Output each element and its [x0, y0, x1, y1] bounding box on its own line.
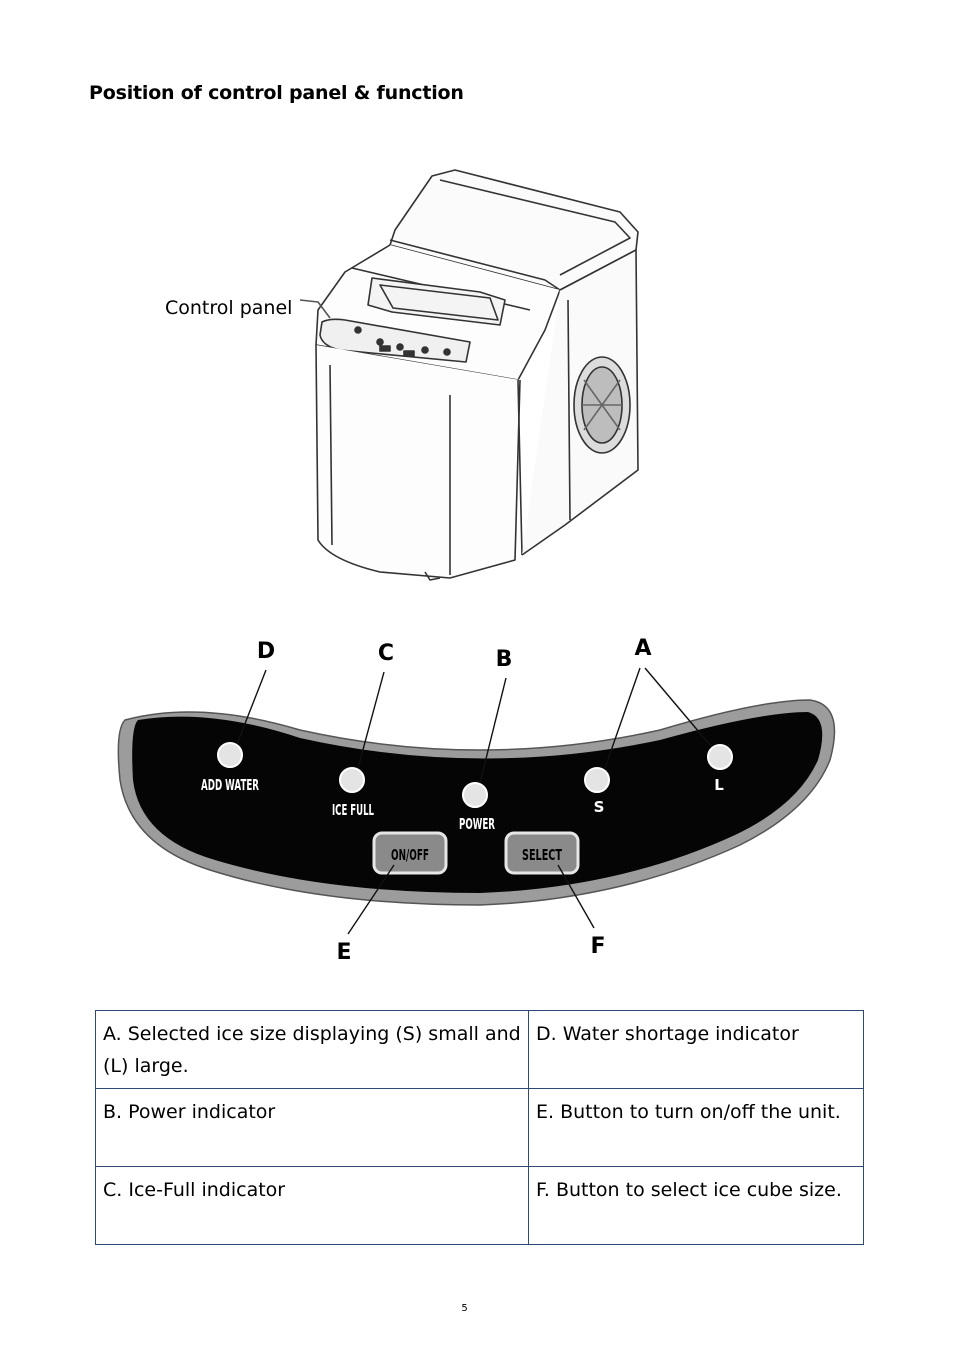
small-label: S — [594, 798, 605, 816]
table-row: B. Power indicator E. Button to turn on/… — [95, 1088, 864, 1167]
table-cell: A. Selected ice size displaying (S) smal… — [95, 1010, 529, 1089]
leader-b — [479, 677, 507, 784]
select-button-label: SELECT — [522, 846, 562, 864]
add-water-label: ADD WATER — [201, 776, 259, 794]
select-button: SELECT — [504, 831, 580, 875]
control-panel-diagram: ADD WATER ICE FULL POWER S L ON/OFF SELE… — [117, 636, 836, 965]
ice-machine-illustration — [299, 169, 639, 581]
table-cell: F. Button to select ice cube size. — [528, 1166, 864, 1245]
on-off-button-label: ON/OFF — [391, 846, 429, 864]
ice-full-label: ICE FULL — [332, 801, 374, 819]
table-row: C. Ice-Full indicator F. Button to selec… — [95, 1166, 864, 1245]
on-off-button: ON/OFF — [372, 831, 448, 875]
page-heading: Position of control panel & function — [89, 82, 464, 104]
letter-d: D — [257, 639, 275, 664]
table-cell: E. Button to turn on/off the unit. — [528, 1088, 864, 1167]
leader-f — [557, 864, 595, 929]
leader-a-small — [604, 667, 641, 769]
letter-b: B — [496, 647, 513, 672]
page-number: 5 — [461, 1303, 468, 1314]
power-label: POWER — [459, 815, 495, 833]
large-label: L — [714, 776, 724, 794]
power-indicator — [462, 782, 488, 808]
control-panel-callout: Control panel — [165, 297, 293, 319]
leader-e — [347, 864, 395, 935]
leader-a-large — [644, 667, 711, 746]
large-size-indicator — [707, 744, 733, 770]
letter-f: F — [590, 934, 605, 959]
table-cell: D. Water shortage indicator — [528, 1010, 864, 1089]
letter-a: A — [634, 636, 651, 661]
ice-full-indicator — [339, 767, 365, 793]
leader-d — [236, 669, 267, 745]
table-cell: B. Power indicator — [95, 1088, 529, 1167]
letter-c: C — [378, 641, 394, 666]
table-cell: C. Ice-Full indicator — [95, 1166, 529, 1245]
table-row: A. Selected ice size displaying (S) smal… — [95, 1010, 864, 1089]
letter-e: E — [336, 940, 351, 965]
function-table: A. Selected ice size displaying (S) smal… — [95, 1010, 864, 1245]
leader-c — [357, 671, 385, 769]
add-water-indicator — [217, 742, 243, 768]
small-size-indicator — [584, 767, 610, 793]
